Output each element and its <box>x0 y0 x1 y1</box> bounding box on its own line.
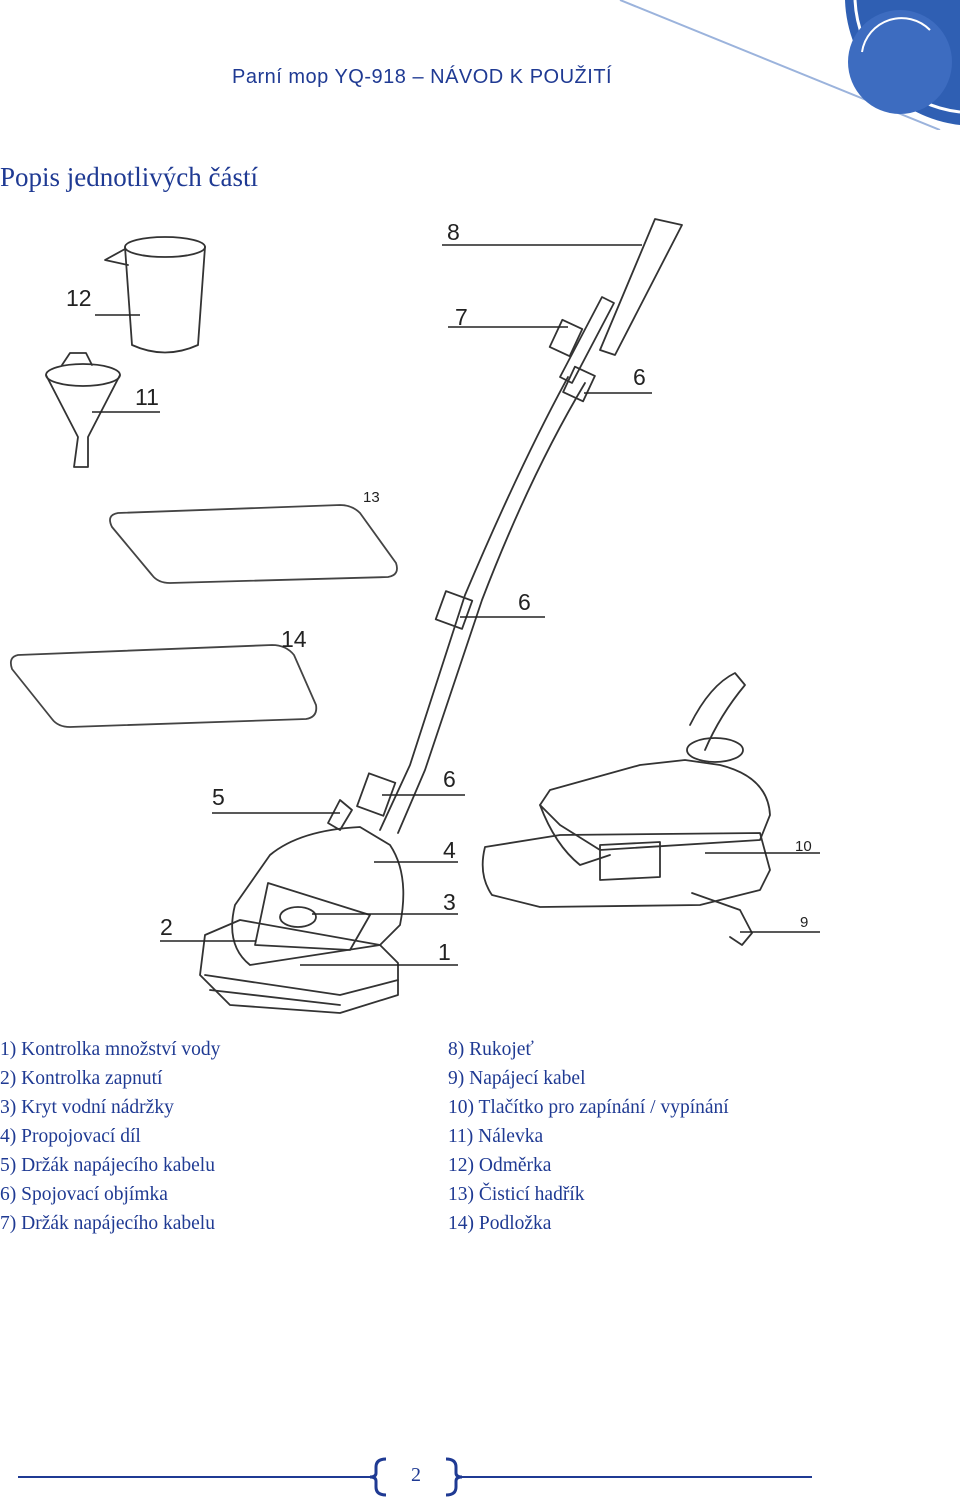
callout-6: 6 <box>518 589 531 615</box>
mop-handle-icon <box>327 218 683 834</box>
part-item: 14) Podložka <box>448 1213 552 1234</box>
part-item: 4) Propojovací díl <box>0 1126 141 1147</box>
callout-12: 12 <box>66 285 92 311</box>
callout-8: 8 <box>447 219 460 245</box>
part-item: 2) Kontrolka zapnutí <box>0 1068 163 1089</box>
callout-4: 4 <box>443 837 456 863</box>
callout-6: 6 <box>443 766 456 792</box>
callout-13: 13 <box>363 489 380 506</box>
callout-14: 14 <box>281 626 307 652</box>
part-item: 5) Držák napájecího kabelu <box>0 1155 215 1176</box>
mop-head-icon <box>199 826 405 1014</box>
part-item: 13) Čisticí hadřík <box>448 1184 585 1205</box>
callout-10: 10 <box>795 838 812 855</box>
callout-3: 3 <box>443 889 456 915</box>
cleaning-cloth-icon <box>109 504 398 584</box>
parts-list-left: 1) Kontrolka množství vody 2) Kontrolka … <box>0 1035 220 1238</box>
callout-1: 1 <box>438 939 451 965</box>
parts-diagram: 8 7 6 6 6 5 4 3 2 1 11 12 13 14 10 9 <box>9 218 820 1014</box>
part-item: 3) Kryt vodní nádržky <box>0 1097 174 1118</box>
callout-7: 7 <box>455 304 468 330</box>
section-title: Popis jednotlivých částí <box>0 162 258 192</box>
part-item: 8) Rukojeť <box>448 1039 534 1060</box>
part-item: 9) Napájecí kabel <box>448 1068 586 1089</box>
mop-side-view-icon <box>481 672 771 946</box>
part-item: 10) Tlačítko pro zapínání / vypínání <box>448 1097 729 1118</box>
page-number: 2 <box>411 1464 421 1486</box>
callout-9: 9 <box>800 914 808 931</box>
page-header: Parní mop YQ-918 – NÁVOD K POUŽITÍ <box>232 66 613 88</box>
callout-2: 2 <box>160 914 173 940</box>
callout-11: 11 <box>135 384 159 410</box>
part-item: 7) Držák napájecího kabelu <box>0 1213 215 1234</box>
pad-icon <box>9 644 318 728</box>
callout-5: 5 <box>212 784 225 810</box>
callout-6: 6 <box>633 364 646 390</box>
measuring-cup-icon <box>104 236 206 354</box>
part-item: 11) Nálevka <box>448 1126 544 1147</box>
part-item: 1) Kontrolka množství vody <box>0 1039 221 1060</box>
footer-rule <box>18 1457 812 1497</box>
parts-list-right: 8) Rukojeť 9) Napájecí kabel 10) Tlačítk… <box>448 1035 729 1238</box>
part-item: 12) Odměrka <box>448 1155 552 1176</box>
funnel-icon <box>45 352 121 468</box>
corner-decoration <box>619 0 960 130</box>
part-item: 6) Spojovací objímka <box>0 1184 168 1205</box>
